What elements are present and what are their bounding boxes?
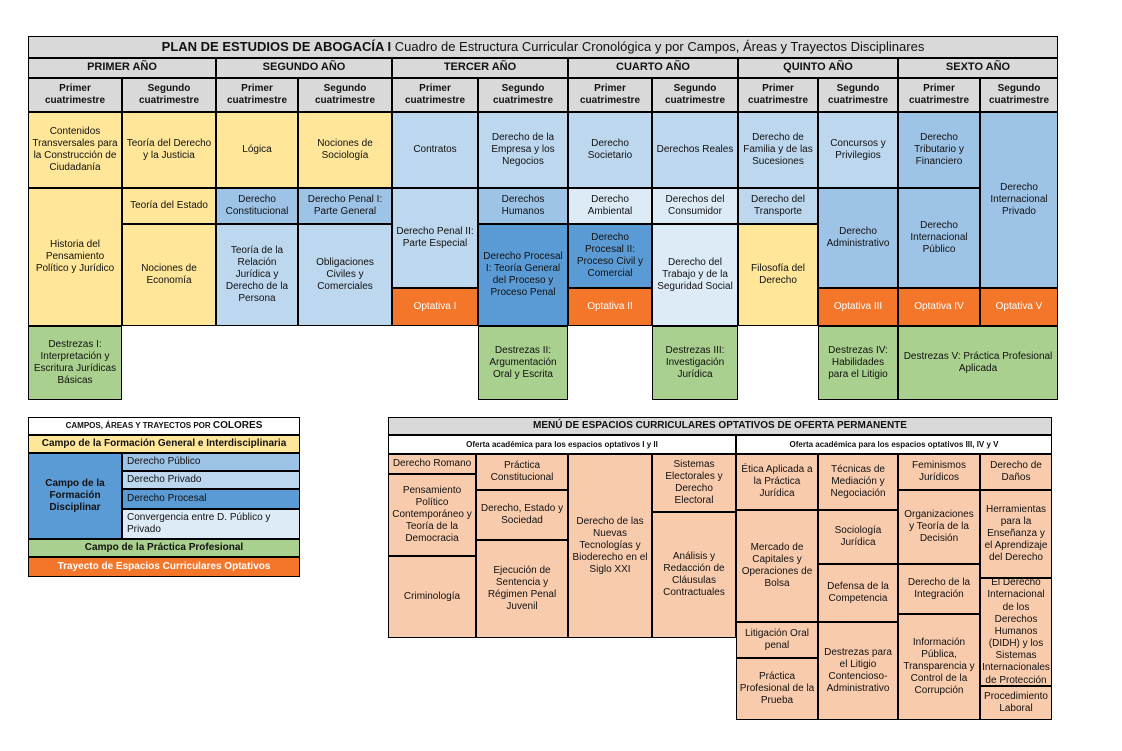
semester-header: Segundo cuatrimestre <box>478 78 568 112</box>
course-cell: Derechos del Consumidor <box>652 188 738 224</box>
legend-disciplinar: Campo de la Formación Disciplinar <box>28 453 122 539</box>
year-header: PRIMER AÑO <box>28 58 216 78</box>
course-cell: Filosofía del Derecho <box>738 224 818 326</box>
course-cell: Derecho Procesal I: Teoría General del P… <box>478 224 568 326</box>
optativa-cell: Optativa III <box>818 288 898 326</box>
optativa-cell: Optativa V <box>980 288 1058 326</box>
menu-item: Derecho de la Integración <box>898 564 980 614</box>
semester-header: Segundo cuatrimestre <box>980 78 1058 112</box>
course-cell: Derechos Humanos <box>478 188 568 224</box>
menu-item: Ética Aplicada a la Práctica Jurídica <box>736 454 818 510</box>
menu-item: Feminismos Jurídicos <box>898 454 980 490</box>
course-cell: Destrezas III: Investigación Jurídica <box>652 326 738 400</box>
semester-header: Primer cuatrimestre <box>738 78 818 112</box>
menu-item: Organizaciones y Teoría de la Decisión <box>898 490 980 564</box>
menu-item: Análisis y Redacción de Cláusulas Contra… <box>652 512 736 638</box>
menu-subheader-1: Oferta académica para los espacios optat… <box>388 435 736 454</box>
menu-item: Derecho, Estado y Sociedad <box>476 490 568 540</box>
menu-item: Práctica Profesional de la Prueba <box>736 658 818 720</box>
menu-item: Ejecución de Sentencia y Régimen Penal J… <box>476 540 568 638</box>
menu-item: Derecho de Daños <box>980 454 1052 490</box>
menu-item: Defensa de la Competencia <box>818 564 898 622</box>
course-cell: Derecho del Transporte <box>738 188 818 224</box>
course-cell: Derechos Reales <box>652 112 738 188</box>
menu-item: Criminología <box>388 556 476 638</box>
course-cell: Nociones de Economía <box>122 224 216 326</box>
course-cell: Derecho Internacional Público <box>898 188 980 288</box>
semester-header: Segundo cuatrimestre <box>298 78 392 112</box>
menu-item: Procedimiento Laboral <box>980 686 1052 720</box>
menu-item: Herramientas para la Enseñanza y el Apre… <box>980 490 1052 578</box>
menu-item: Práctica Constitucional <box>476 454 568 490</box>
course-cell: Destrezas IV: Habilidades para el Litigi… <box>818 326 898 400</box>
legend-general: Campo de la Formación General e Interdis… <box>28 435 300 453</box>
course-cell: Destrezas I: Interpretación y Escritura … <box>28 326 122 400</box>
course-cell: Concursos y Privilegios <box>818 112 898 188</box>
course-cell: Destrezas V: Práctica Profesional Aplica… <box>898 326 1058 400</box>
semester-header: Primer cuatrimestre <box>28 78 122 112</box>
course-cell: Derecho Constitucional <box>216 188 298 224</box>
menu-item: Derecho de las Nuevas Tecnologías y Biod… <box>568 454 652 638</box>
course-cell: Derecho Ambiental <box>568 188 652 224</box>
course-cell: Contratos <box>392 112 478 188</box>
course-cell: Lógica <box>216 112 298 188</box>
year-header: SEXTO AÑO <box>898 58 1058 78</box>
semester-header: Primer cuatrimestre <box>392 78 478 112</box>
course-cell: Obligaciones Civiles y Comerciales <box>298 224 392 326</box>
course-cell: Historia del Pensamiento Político y Jurí… <box>28 188 122 326</box>
legend-header: CAMPOS, ÁREAS Y TRAYECTOS POR COLORES <box>28 417 300 435</box>
semester-header: Segundo cuatrimestre <box>818 78 898 112</box>
semester-header: Segundo cuatrimestre <box>122 78 216 112</box>
course-cell: Destrezas II: Argumentación Oral y Escri… <box>478 326 568 400</box>
course-cell: Derecho Tributario y Financiero <box>898 112 980 188</box>
page-title: PLAN DE ESTUDIOS DE ABOGACÍA I Cuadro de… <box>28 36 1058 58</box>
course-cell: Derecho Societario <box>568 112 652 188</box>
course-cell: Derecho Administrativo <box>818 188 898 288</box>
course-cell: Teoría del Derecho y la Justicia <box>122 112 216 188</box>
course-cell: Teoría de la Relación Jurídica y Derecho… <box>216 224 298 326</box>
legend-area-publico: Derecho Público <box>122 453 300 471</box>
menu-item: Derecho Romano <box>388 454 476 474</box>
optativa-cell: Optativa I <box>392 288 478 326</box>
legend-practica: Campo de la Práctica Profesional <box>28 539 300 557</box>
course-cell: Derecho de la Empresa y los Negocios <box>478 112 568 188</box>
menu-item: Mercado de Capitales y Operaciones de Bo… <box>736 510 818 622</box>
menu-item: Sistemas Electorales y Derecho Electoral <box>652 454 736 512</box>
year-header: TERCER AÑO <box>392 58 568 78</box>
legend-area-convergencia: Convergencia entre D. Público y Privado <box>122 509 300 539</box>
course-cell: Contenidos Transversales para la Constru… <box>28 112 122 188</box>
legend-area-procesal: Derecho Procesal <box>122 489 300 509</box>
course-cell: Derecho Penal II: Parte Especial <box>392 188 478 288</box>
legend-area-privado: Derecho Privado <box>122 471 300 489</box>
menu-item: Sociología Jurídica <box>818 510 898 564</box>
menu-subheader-2: Oferta académica para los espacios optat… <box>736 435 1052 454</box>
optativa-cell: Optativa II <box>568 288 652 326</box>
course-cell: Teoría del Estado <box>122 188 216 224</box>
menu-title: MENÚ DE ESPACIOS CURRICULARES OPTATIVOS … <box>388 417 1052 435</box>
year-header: CUARTO AÑO <box>568 58 738 78</box>
menu-item: Pensamiento Político Contemporáneo y Teo… <box>388 474 476 556</box>
menu-item: Técnicas de Mediación y Negociación <box>818 454 898 510</box>
course-cell: Derecho del Trabajo y de la Seguridad So… <box>652 224 738 326</box>
semester-header: Primer cuatrimestre <box>568 78 652 112</box>
menu-item: Litigación Oral penal <box>736 622 818 658</box>
semester-header: Segundo cuatrimestre <box>652 78 738 112</box>
menu-item: Información Pública, Transparencia y Con… <box>898 614 980 720</box>
course-cell: Derecho Procesal II: Proceso Civil y Com… <box>568 224 652 288</box>
optativa-cell: Optativa IV <box>898 288 980 326</box>
menu-item: El Derecho Internacional de los Derechos… <box>980 578 1052 686</box>
menu-item: Destrezas para el Litigio Contencioso-Ad… <box>818 622 898 720</box>
course-cell: Derecho Internacional Privado <box>980 112 1058 288</box>
course-cell: Derecho de Familia y de las Sucesiones <box>738 112 818 188</box>
year-header: QUINTO AÑO <box>738 58 898 78</box>
year-header: SEGUNDO AÑO <box>216 58 392 78</box>
course-cell: Nociones de Sociología <box>298 112 392 188</box>
legend-optativos: Trayecto de Espacios Curriculares Optati… <box>28 557 300 577</box>
course-cell: Derecho Penal I: Parte General <box>298 188 392 224</box>
semester-header: Primer cuatrimestre <box>898 78 980 112</box>
semester-header: Primer cuatrimestre <box>216 78 298 112</box>
